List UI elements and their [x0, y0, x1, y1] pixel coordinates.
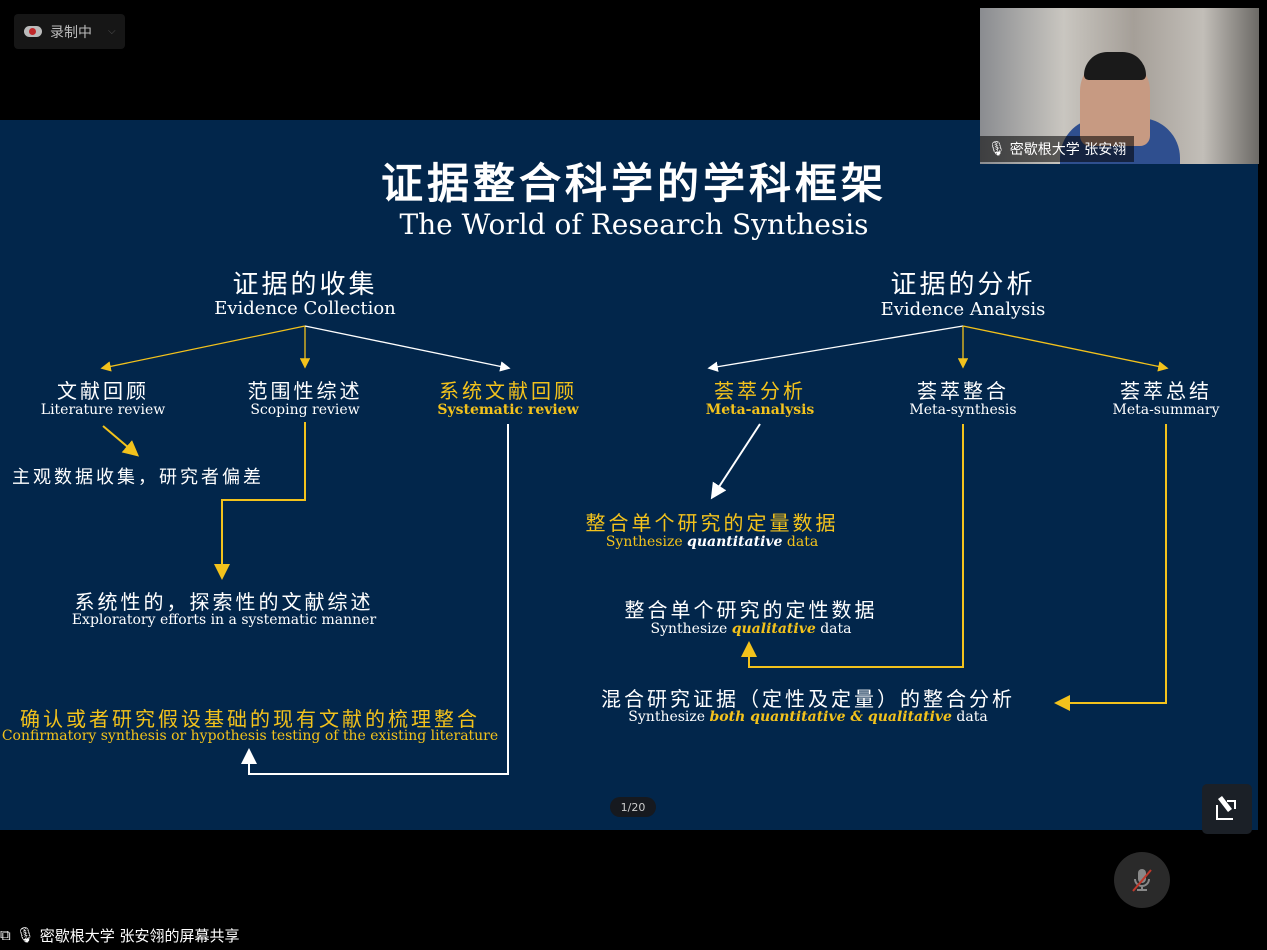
screen-share-icon: ⧉	[0, 926, 11, 944]
meta-summary-en: Meta-summary	[1112, 402, 1220, 418]
camera-name: 密歇根大学 张安翎	[1009, 142, 1127, 158]
collection-en: Evidence Collection	[214, 298, 396, 319]
scoping-en: Scoping review	[250, 402, 360, 418]
arrow-to-lit	[100, 325, 306, 372]
recording-indicator[interactable]: 录制中 ⌵	[14, 14, 125, 49]
meta-summary-note-zh: 混合研究证据（定性及定量）的整合分析	[601, 687, 1015, 711]
meta-synthesis-zh: 荟萃整合	[917, 379, 1009, 403]
systematic-note-zh: 确认或者研究假设基础的现有文献的梳理整合	[20, 707, 480, 731]
arrow-to-systematic	[304, 325, 511, 372]
meta-analysis-note-zh: 整合单个研究的定量数据	[585, 511, 839, 535]
slide-title: 证据整合科学的学科框架	[380, 159, 888, 208]
meta-synthesis-en: Meta-synthesis	[909, 402, 1017, 418]
scoping-zh: 范围性综述	[247, 379, 363, 403]
arrow-meta-analysis-note	[710, 423, 761, 500]
arrow-systematic-note	[241, 424, 509, 775]
arrow-to-meta-summary	[962, 325, 1169, 372]
systematic-en: Systematic review	[437, 402, 579, 418]
analysis-en: Evidence Analysis	[880, 299, 1046, 320]
slide-subtitle: The World of Research Synthesis	[399, 208, 869, 241]
arrow-meta-synthesis-note	[741, 424, 964, 668]
camera-thumbnail[interactable]: 🎙 密歇根大学 张安翎	[980, 8, 1259, 164]
shared-slide	[0, 120, 1258, 830]
arrow-to-meta-analysis	[707, 325, 964, 372]
meta-analysis-note-en: Synthesize quantitative data	[605, 534, 819, 550]
microphone-icon: 🎙	[988, 141, 1006, 157]
microphone-icon: 🎙	[15, 926, 35, 944]
page-indicator: 1/20	[610, 797, 656, 817]
arrow-lit-note	[102, 425, 140, 457]
meta-summary-note-en: Synthesize both quantitative & qualitati…	[628, 709, 988, 725]
lit-note: 主观数据收集，研究者偏差	[12, 467, 264, 488]
pencil-annotate-icon	[1216, 796, 1236, 820]
scoping-note-zh: 系统性的，探索性的文献综述	[74, 590, 374, 614]
meta-synthesis-note-en: Synthesize qualitative data	[650, 621, 852, 637]
lit-en: Literature review	[40, 402, 166, 418]
recording-label: 录制中	[50, 24, 92, 41]
meta-analysis-en: Meta-analysis	[705, 402, 815, 418]
meta-synthesis-note-zh: 整合单个研究的定性数据	[624, 598, 878, 622]
collection-zh: 证据的收集	[232, 270, 378, 300]
chevron-down-icon[interactable]: ⌵	[108, 26, 116, 37]
lit-zh: 文献回顾	[57, 379, 149, 403]
scoping-note-en: Exploratory efforts in a systematic mann…	[71, 612, 377, 628]
meta-analysis-zh: 荟萃分析	[714, 379, 806, 403]
screen-share-label: ⧉ 🎙 密歇根大学 张安翎的屏幕共享	[0, 926, 240, 945]
annotate-button[interactable]	[1202, 784, 1252, 834]
microphone-muted-icon	[1132, 869, 1152, 892]
systematic-note-en: Confirmatory synthesis or hypothesis tes…	[1, 728, 499, 744]
arrow-scoping-note	[214, 422, 306, 580]
meta-summary-zh: 荟萃总结	[1120, 379, 1212, 403]
mute-button[interactable]	[1114, 852, 1170, 908]
systematic-zh: 系统文献回顾	[439, 379, 577, 403]
arrow-meta-summary-note	[1054, 424, 1167, 711]
cloud-record-icon	[24, 26, 42, 37]
analysis-zh: 证据的分析	[890, 270, 1036, 300]
